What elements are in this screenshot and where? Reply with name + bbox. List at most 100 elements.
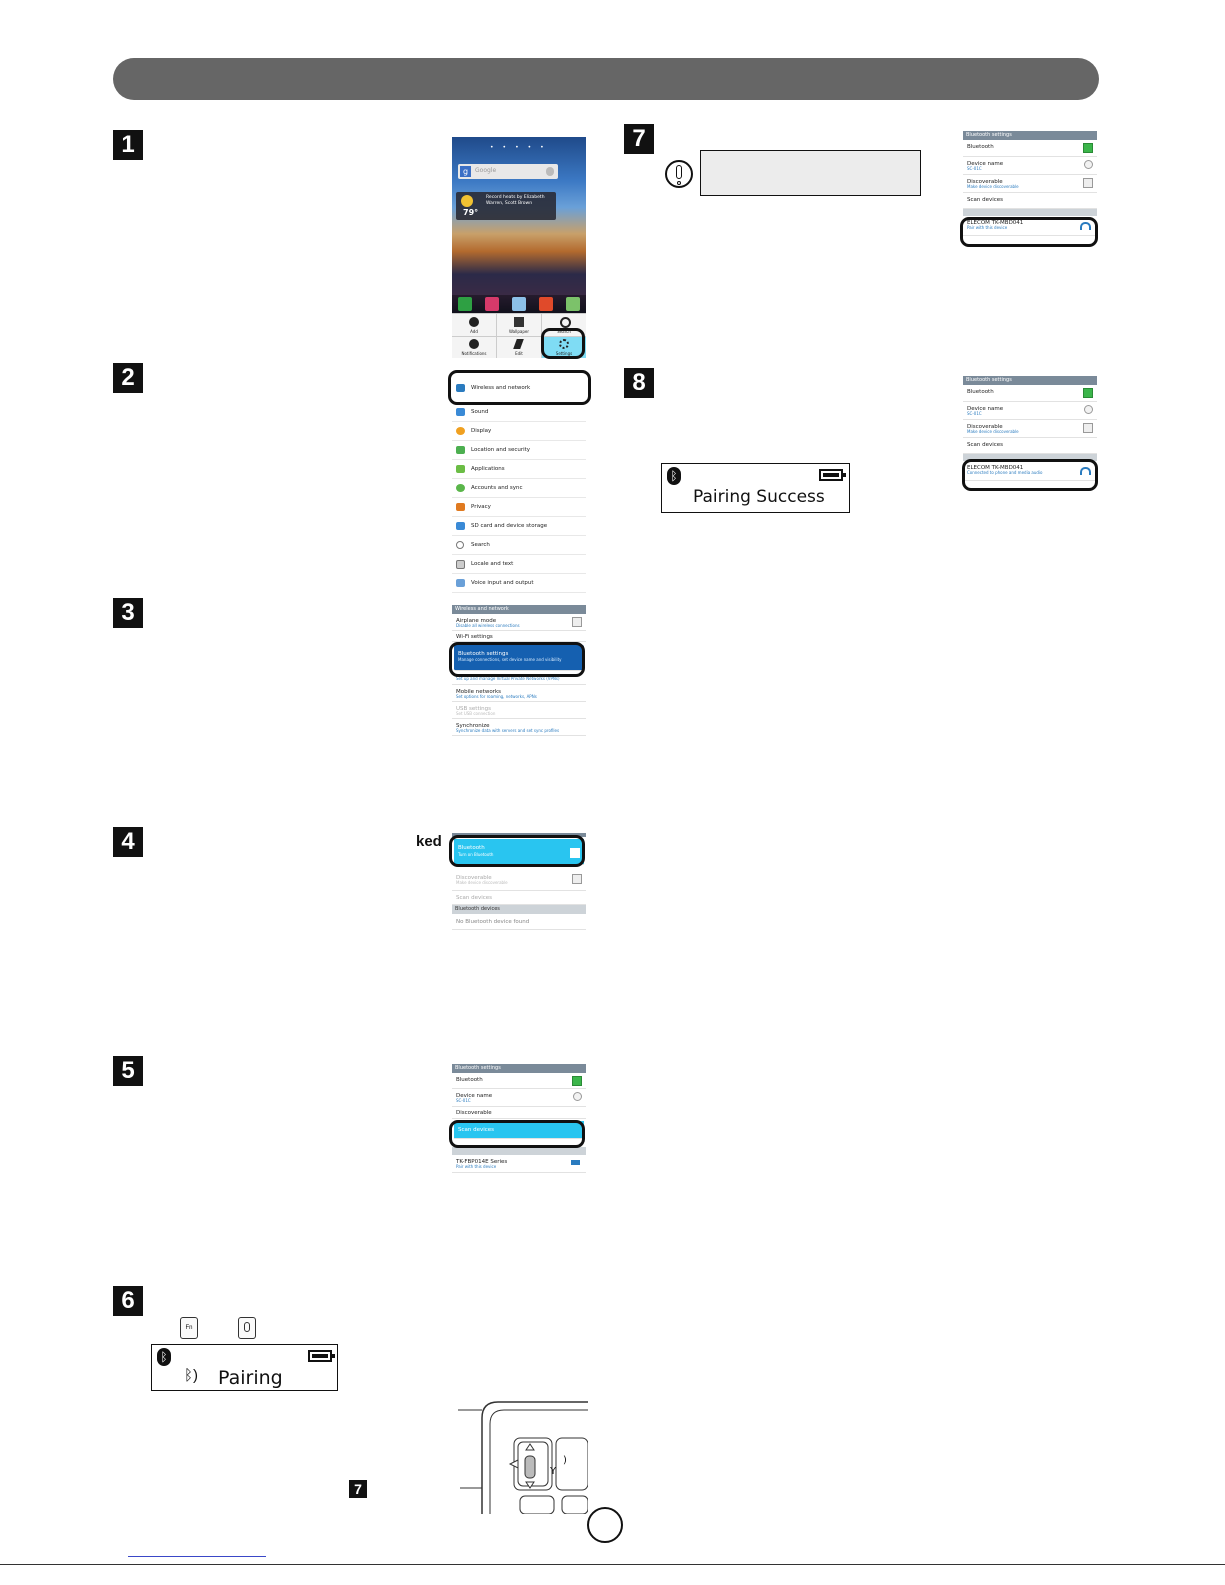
scan-devices-button[interactable]: Scan devices [454, 1121, 584, 1139]
bt7-disc-label: Discoverable [967, 179, 1003, 185]
settings-item-applications[interactable]: Applications [452, 460, 586, 479]
wifi-icon [456, 384, 465, 392]
bt8-scan-label: Scan devices [967, 442, 1004, 448]
footer-link-underline [128, 1556, 266, 1557]
bt8-name-label: Device name [967, 406, 1004, 412]
bt8-bluetooth-row[interactable]: Bluetooth [963, 385, 1097, 402]
settings-item-locale[interactable]: Locale and text [452, 555, 586, 574]
bt7-scan-row[interactable]: Scan devices [963, 193, 1097, 209]
settings-item-label: Sound [471, 409, 489, 415]
usb-label: USB settings [456, 706, 491, 712]
bt5-checkbox[interactable] [572, 1076, 582, 1086]
key-paren-label: ) [563, 1455, 567, 1466]
settings-list-screenshot: Wireless and network Sound Display Locat… [452, 374, 586, 594]
highlight-settings [541, 328, 585, 359]
bt7-checkbox[interactable] [1083, 143, 1093, 153]
settings-item-location[interactable]: Location and security [452, 441, 586, 460]
menu-notifications[interactable]: Notifications [452, 337, 497, 358]
disc-label: Discoverable [456, 875, 492, 881]
header-bar [113, 58, 1099, 100]
no-device-row: No Bluetooth device found [452, 914, 586, 930]
menu-search-label: Search [557, 329, 571, 334]
airplane-sub: Disable all wireless connections [456, 623, 520, 628]
chevron-right-icon [573, 1092, 582, 1101]
weather-title: Record heats by Elizabeth [486, 195, 545, 200]
home-screen-screenshot: ••••• g Google Record heats by Elizabeth… [452, 137, 586, 358]
settings-item-voice[interactable]: Voice input and output [452, 574, 586, 593]
menu-wallpaper[interactable]: Wallpaper [497, 314, 542, 337]
menu-search[interactable]: Search [542, 314, 586, 337]
menu-notifications-label: Notifications [461, 351, 487, 356]
bt8-checkbox[interactable] [1083, 388, 1093, 398]
menu-edit[interactable]: Edit [497, 337, 542, 358]
maps-app-icon[interactable] [512, 297, 526, 311]
wifi-settings-row[interactable]: Wi-Fi settings [452, 631, 586, 642]
highlight-connected-device [962, 459, 1098, 491]
step-number-1: 1 [113, 130, 143, 160]
bt8-scan-row[interactable]: Scan devices [963, 438, 1097, 454]
keyboard-icon [571, 1160, 580, 1165]
bt5-bluetooth-row[interactable]: Bluetooth [452, 1073, 586, 1089]
scan-devices-row[interactable]: Scan devices [452, 891, 586, 905]
settings-item-label: Privacy [471, 504, 491, 510]
settings-item-label: Applications [471, 466, 505, 472]
settings-item-sdcard[interactable]: SD card and device storage [452, 517, 586, 536]
settings-item-label: Search [471, 542, 490, 548]
battery-icon [819, 469, 846, 481]
menu-add[interactable]: Add [452, 314, 497, 337]
bt7-name-label: Device name [967, 161, 1004, 167]
bt7-devices-strip [963, 209, 1097, 216]
weather-temperature: 79° [463, 208, 479, 217]
bt7-disc-checkbox[interactable] [1083, 178, 1093, 188]
discoverable-checkbox[interactable] [572, 874, 582, 884]
menu-wallpaper-label: Wallpaper [508, 329, 529, 334]
mail-app-icon[interactable] [485, 297, 499, 311]
settings-item-label: Display [471, 428, 492, 434]
airplane-checkbox[interactable] [572, 617, 582, 627]
vpn-sub: Set up and manage Virtual Private Networ… [456, 676, 560, 681]
weather-widget[interactable]: Record heats by Elizabeth Warren, Scott … [456, 192, 556, 220]
microphone-icon [546, 167, 554, 176]
settings-item-accounts[interactable]: Accounts and sync [452, 479, 586, 498]
google-search-widget[interactable]: g Google [458, 164, 558, 179]
bt5-discoverable-row[interactable]: Discoverable [452, 1107, 586, 1119]
phone-app-icon[interactable] [458, 297, 472, 311]
browser-app-icon[interactable] [539, 297, 553, 311]
sync-sub: Synchronize data with servers and set sy… [456, 728, 560, 733]
menu-edit-label: Edit [515, 351, 523, 356]
chevron-right-icon [1084, 160, 1093, 169]
gallery-app-icon[interactable] [566, 297, 580, 311]
menu-settings[interactable]: Settings [542, 337, 586, 358]
magnifier-icon [456, 541, 464, 549]
bt8-disc-checkbox[interactable] [1083, 423, 1093, 433]
bt7-dev-label: ELECOM TK-MBD041 [967, 220, 1024, 226]
bt-settings-sub: Manage connections, set device name and … [458, 657, 562, 662]
bt7-bluetooth-row[interactable]: Bluetooth [963, 140, 1097, 157]
caution-icon [665, 160, 693, 188]
gear-icon [559, 339, 569, 349]
step-number-5: 5 [113, 1056, 143, 1086]
vpn-row[interactable]: Set up and manage Virtual Private Networ… [452, 674, 586, 685]
weather-subtitle: Warren, Scott Brown [486, 201, 533, 206]
settings-item-search[interactable]: Search [452, 536, 586, 555]
bluetooth-checkbox[interactable] [570, 848, 580, 858]
settings-item-sound[interactable]: Sound [452, 403, 586, 422]
settings-item-display[interactable]: Display [452, 422, 586, 441]
settings-item-privacy[interactable]: Privacy [452, 498, 586, 517]
